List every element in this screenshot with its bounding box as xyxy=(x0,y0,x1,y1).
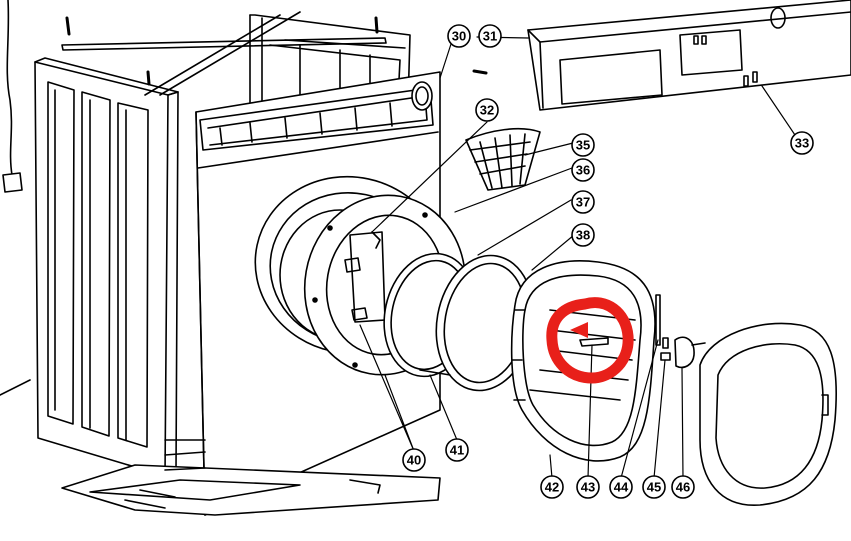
screw-control xyxy=(472,69,488,75)
callout-31: 31 xyxy=(478,24,502,48)
leader-lines xyxy=(359,36,796,479)
door-hinge xyxy=(674,336,706,369)
callout-label: 32 xyxy=(480,103,494,118)
callout-group: 30 31 32 33 35 36 37 38 40 41 42 43 44 45 46 xyxy=(402,24,814,499)
callout-label: 43 xyxy=(581,480,595,495)
callout-42: 42 xyxy=(540,475,564,499)
callout-label: 46 xyxy=(676,480,690,495)
highlight-circle xyxy=(546,297,634,384)
callout-label: 42 xyxy=(545,480,559,495)
base-plate xyxy=(61,439,441,516)
callout-32: 32 xyxy=(475,98,499,122)
callout-label: 45 xyxy=(647,480,661,495)
control-panel xyxy=(527,0,851,111)
side-panel xyxy=(34,57,179,477)
filter-basket xyxy=(465,127,541,191)
callout-38: 38 xyxy=(571,223,595,247)
callout-35: 35 xyxy=(571,133,595,157)
gasket-rings xyxy=(383,252,535,392)
callout-label: 37 xyxy=(576,195,590,210)
callout-circle xyxy=(571,133,595,157)
callout-label: 41 xyxy=(450,443,464,458)
callout-circle xyxy=(540,475,564,499)
callout-43: 43 xyxy=(576,475,600,499)
callout-33: 33 xyxy=(790,131,814,155)
cable xyxy=(0,0,31,396)
callout-37: 37 xyxy=(571,190,595,214)
rear-frame xyxy=(249,14,411,106)
screw-left-top xyxy=(65,16,71,36)
callout-circle xyxy=(402,448,426,472)
callout-circle xyxy=(671,475,695,499)
callout-label: 30 xyxy=(452,29,466,44)
callout-label: 33 xyxy=(795,136,809,151)
callout-30: 30 xyxy=(447,24,471,48)
highlight-arrow xyxy=(570,322,588,338)
callout-label: 44 xyxy=(614,480,629,495)
callout-circle xyxy=(475,98,499,122)
callout-46: 46 xyxy=(671,475,695,499)
callout-circle xyxy=(447,24,471,48)
panel-clips xyxy=(743,71,758,87)
callout-40: 40 xyxy=(402,448,426,472)
outer-door xyxy=(699,322,838,506)
callout-circle xyxy=(576,475,600,499)
callout-41: 41 xyxy=(445,438,469,462)
callout-circle xyxy=(445,438,469,462)
callout-circle xyxy=(478,24,502,48)
callout-label: 31 xyxy=(483,29,497,44)
screw-side xyxy=(146,70,151,86)
hinge-pins xyxy=(660,337,671,361)
callout-circle xyxy=(642,475,666,499)
callout-circle xyxy=(790,131,814,155)
callout-label: 40 xyxy=(407,453,421,468)
callout-label: 35 xyxy=(576,138,590,153)
hinge-bar xyxy=(655,294,661,346)
callout-circle xyxy=(571,158,595,182)
screw-right-top xyxy=(374,16,379,34)
callout-circle xyxy=(609,475,633,499)
callout-label: 36 xyxy=(576,163,590,178)
top-braces xyxy=(144,11,406,113)
callout-36: 36 xyxy=(571,158,595,182)
callout-circle xyxy=(571,223,595,247)
callout-44: 44 xyxy=(609,475,633,499)
callout-label: 38 xyxy=(576,228,590,243)
callout-45: 45 xyxy=(642,475,666,499)
callout-circle xyxy=(571,190,595,214)
